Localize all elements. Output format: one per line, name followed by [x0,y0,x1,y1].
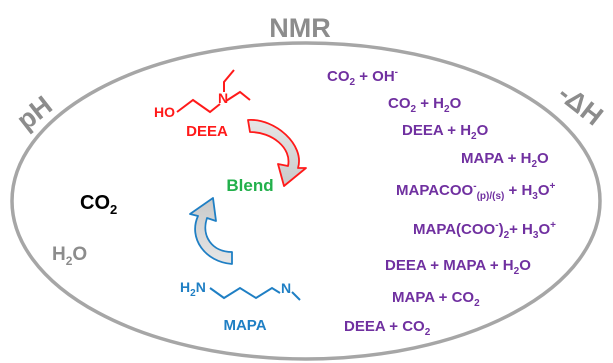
mapa-structure: H2N N MAPA [180,279,301,334]
reaction-text-part: - [395,67,398,78]
mapa-amine-label: H2N [180,279,206,299]
reaction-text-part: 2 [411,104,417,115]
reaction-line: CO2 + OH- [327,67,398,88]
reaction-line: MAPACOO-(p)/(s) + H3O+ [396,181,556,202]
reaction-text-part: DEEA + CO [344,318,425,335]
reaction-text-part: 2 [350,77,356,88]
reaction-text-part: 3 [532,191,538,202]
reaction-line: DEEA + CO2 [344,318,431,338]
mapa-to-blend-arrow [189,197,233,265]
reaction-text-part: 2 [471,131,477,142]
deea-structure: HO N DEEA [154,69,251,140]
reaction-text-part: + H [509,221,533,238]
reaction-text-part: MAPACOO [396,182,474,199]
h2o-species: H2O [52,244,87,268]
nmr-label: NMR [269,13,331,43]
mapa-bonds [209,286,301,301]
reaction-text-part: O [477,122,489,139]
reaction-text-part: + H [504,182,532,199]
reaction-line: MAPA + CO2 [392,289,480,309]
reaction-text-part: + OH [355,68,395,85]
deea-hydroxyl-label: HO [154,104,175,120]
system-ellipse [10,41,602,361]
reaction-text-part: 2 [444,104,450,115]
reaction-text-part: 2 [531,159,537,170]
reaction-text-part: O [538,221,550,238]
reaction-text-part: O [538,182,550,199]
reaction-text-part: CO [388,95,411,112]
co2-species: CO2 [80,192,117,217]
reaction-text-part: DEEA + H [402,122,471,139]
deea-name: DEEA [186,123,228,140]
reaction-text-part: O [519,257,531,274]
reaction-line: MAPA(COO-)2+ H3O+ [413,220,556,241]
reaction-text-part: O [450,95,462,112]
reaction-text-part: MAPA + CO [392,289,474,306]
reaction-text-part: MAPA(COO [413,221,496,238]
deea-nitrogen-label: N [218,90,228,106]
reaction-line: MAPA + H2O [461,150,549,170]
deea-bonds [176,69,251,114]
reaction-text-part: 3 [533,230,539,241]
reaction-text-part: + H [416,95,444,112]
reaction-text-part: ) [499,221,504,238]
reaction-text-part: + [550,181,556,192]
reaction-line: DEEA + H2O [402,122,489,142]
blend-label: Blend [226,176,273,195]
reaction-text-part: 2 [504,230,510,241]
deea-to-blend-arrow [247,119,307,187]
reaction-line: DEEA + MAPA + H2O [385,257,531,277]
ph-label: pH [11,90,58,136]
reaction-text-part: 2 [514,266,520,277]
reaction-line: CO2 + H2O [388,95,462,115]
reaction-text-part: - [473,181,476,192]
reaction-text-part: - [495,220,498,231]
reaction-text-part: MAPA + H [461,150,531,167]
reaction-text-part: 2 [474,298,480,309]
reaction-text-part: O [537,150,549,167]
reaction-text-part: + [550,220,556,231]
reaction-text-part: (p)/(s) [477,191,505,202]
mapa-nitrogen-label: N [281,280,291,296]
reaction-text-part: CO [327,68,350,85]
reaction-text-part: DEEA + MAPA + H [385,257,514,274]
reaction-text-part: 2 [425,327,431,338]
mapa-name: MAPA [223,317,266,334]
